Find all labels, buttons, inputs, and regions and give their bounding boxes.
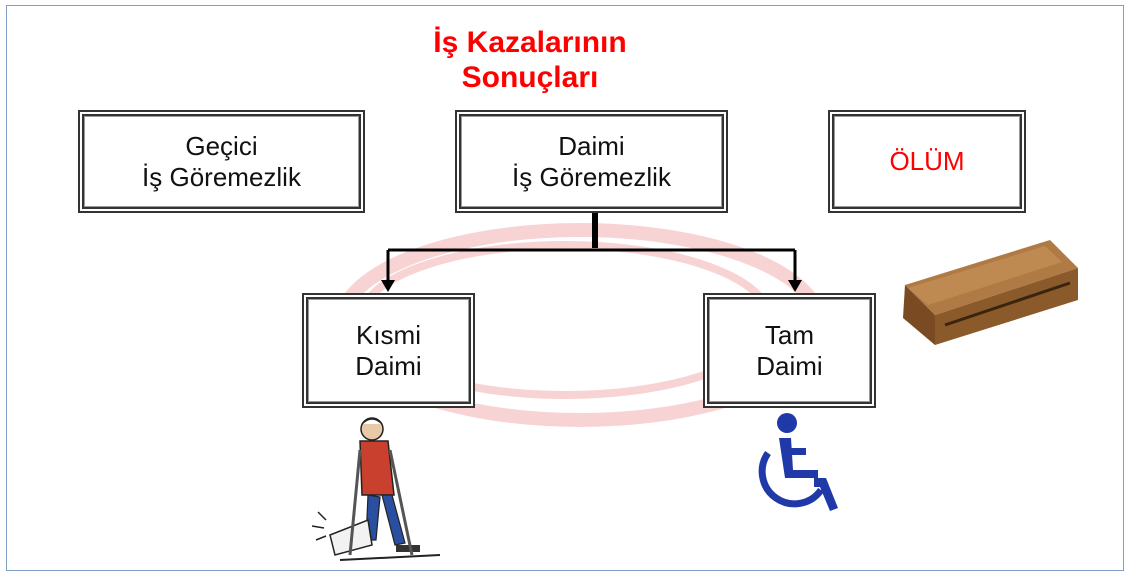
box-daimi-line-1: Daimi — [558, 130, 625, 161]
arrow-to-kismi — [381, 280, 395, 292]
arrow-to-tam — [788, 280, 802, 292]
box-olum-label: ÖLÜM — [889, 146, 965, 176]
box-kismi-daimi: Kısmi Daimi — [302, 293, 475, 408]
box-tam-line-2: Daimi — [756, 350, 823, 381]
box-tam-line-1: Tam — [764, 319, 815, 350]
wheelchair-icon — [758, 413, 838, 511]
box-tam-daimi: Tam Daimi — [703, 293, 876, 408]
box-gecici-line-2: İş Göremezlik — [142, 161, 301, 192]
slide-frame — [6, 5, 1124, 571]
title-line-1: İş Kazalarının — [433, 26, 627, 59]
crutches-person-icon — [311, 417, 441, 561]
box-daimi-line-2: İş Göremezlik — [512, 161, 671, 192]
box-daimi-is-goremezlik: Daimi İş Göremezlik — [455, 110, 728, 213]
box-kismi-line-1: Kısmi — [355, 319, 421, 350]
connector-lines — [381, 213, 802, 292]
diagram-title: İş Kazalarının Sonuçları — [400, 25, 660, 95]
box-gecici-line-1: Geçici — [185, 130, 258, 161]
coffin-icon — [903, 240, 1078, 345]
box-kismi-line-2: Daimi — [355, 350, 422, 381]
box-olum: ÖLÜM — [828, 110, 1026, 213]
title-line-2: Sonuçları — [461, 61, 599, 94]
box-gecici-is-goremezlik: Geçici İş Göremezlik — [78, 110, 365, 213]
